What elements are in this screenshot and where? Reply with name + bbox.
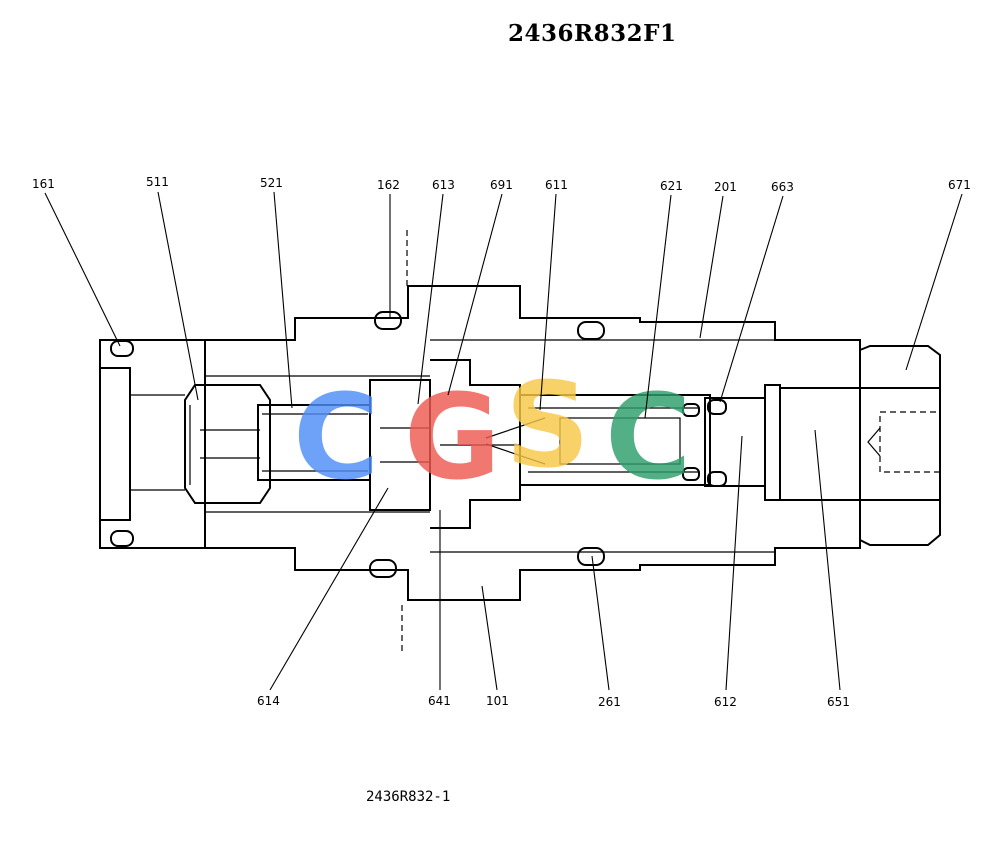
part-labels: 161 511 521 162 613 691 611 621 201 663 …	[32, 175, 971, 709]
internal-components	[184, 359, 941, 529]
label-621: 621	[660, 179, 683, 193]
watermark-letter-g: G	[404, 368, 501, 506]
cgsc-watermark: C G S C	[293, 356, 692, 506]
label-521: 521	[260, 176, 283, 190]
label-663: 663	[771, 180, 794, 194]
watermark-letter-c1: C	[293, 368, 380, 506]
o-rings	[110, 311, 727, 578]
label-161: 161	[32, 177, 55, 191]
label-671: 671	[948, 178, 971, 192]
label-611: 611	[545, 178, 568, 192]
drawing-code: 2436R832-1	[366, 789, 451, 805]
label-201: 201	[714, 180, 737, 194]
label-162: 162	[377, 178, 400, 192]
label-613: 613	[432, 178, 455, 192]
label-612: 612	[714, 695, 737, 709]
label-651: 651	[827, 695, 850, 709]
label-511: 511	[146, 175, 169, 189]
label-614: 614	[257, 694, 280, 708]
valve-body-outline	[99, 285, 941, 601]
label-691: 691	[490, 178, 513, 192]
label-641: 641	[428, 694, 451, 708]
label-101: 101	[486, 694, 509, 708]
watermark-letter-s: S	[505, 356, 590, 494]
leader-lines	[44, 191, 963, 691]
label-261: 261	[598, 695, 621, 709]
drawing-title: 2436R832F1	[508, 20, 677, 47]
